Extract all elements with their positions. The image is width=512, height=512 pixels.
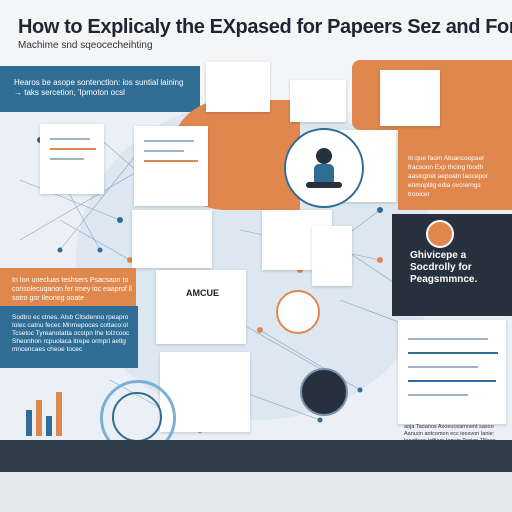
bar-chart-icon bbox=[26, 392, 62, 436]
doc-line bbox=[144, 150, 184, 152]
doc-line bbox=[50, 138, 90, 140]
orbit-ring-icon bbox=[112, 392, 162, 442]
doc-line bbox=[408, 366, 478, 368]
document-card bbox=[398, 320, 506, 424]
document-card bbox=[134, 126, 208, 206]
details-panel: Sodtro ec ctnes. Alsb Cltsdenno rpeapro … bbox=[0, 306, 138, 368]
doc-line bbox=[408, 352, 498, 354]
document-card bbox=[156, 270, 246, 344]
summary-text: In Ion uoecluas teshsers Psacsaon to con… bbox=[12, 277, 132, 302]
person-icon bbox=[306, 148, 342, 188]
researcher-avatar bbox=[284, 128, 364, 208]
footer-floor bbox=[0, 472, 512, 512]
doc-line bbox=[408, 394, 468, 396]
page-title: How to Explicaly the EXpased for Papeers… bbox=[18, 16, 512, 38]
intro-text: Hearos be asope sontenctlon: ios suntial… bbox=[14, 78, 184, 97]
document-card bbox=[206, 62, 270, 112]
globe-icon bbox=[300, 368, 348, 416]
document-card bbox=[290, 80, 346, 122]
doc-line bbox=[144, 140, 194, 142]
doc-line bbox=[408, 338, 488, 340]
page-subtitle: Machime snd sqeocecheihting bbox=[18, 40, 153, 51]
highlight-text: Ghivicepe a Socdrolly for Peagsmmnce. bbox=[410, 250, 478, 285]
document-card bbox=[380, 70, 440, 126]
doc-line bbox=[144, 160, 198, 162]
team-icon bbox=[276, 290, 320, 334]
method-text: In:que faom Atoancoopaer fracsoon Exp th… bbox=[408, 155, 488, 198]
doc-line bbox=[50, 158, 84, 160]
doc-line bbox=[408, 380, 496, 382]
document-card bbox=[132, 210, 212, 268]
doc-line bbox=[50, 148, 96, 150]
footer-band bbox=[0, 440, 512, 472]
lock-icon bbox=[426, 220, 454, 248]
center-label: AMCUE bbox=[186, 288, 219, 298]
document-card bbox=[312, 226, 352, 286]
method-panel: In:que faom Atoancoopaer fracsoon Exp th… bbox=[398, 130, 512, 210]
summary-panel: In Ion uoecluas teshsers Psacsaon to con… bbox=[0, 268, 136, 306]
details-text: Sodtro ec ctnes. Alsb Cltsdenno rpeapro … bbox=[12, 314, 130, 353]
intro-panel: Hearos be asope sontenctlon: ios suntial… bbox=[0, 66, 200, 112]
highlight-card: Ghivicepe a Socdrolly for Peagsmmnce. bbox=[392, 214, 512, 316]
